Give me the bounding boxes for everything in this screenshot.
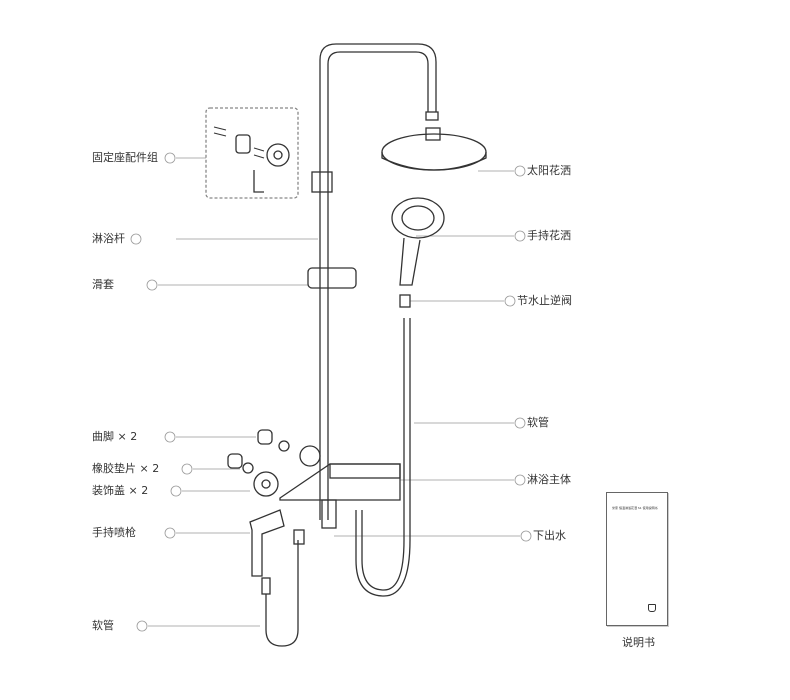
label-hose-right: 软管	[527, 416, 549, 429]
label-hose-left: 软管	[92, 619, 114, 632]
label-hand-shower: 手持花洒	[527, 229, 571, 242]
label-spray-gun: 手持喷枪	[92, 526, 136, 539]
label-manual: 说明书	[622, 636, 655, 649]
label-shower-pole: 淋浴杆	[92, 232, 125, 245]
bracket-kit-box	[205, 107, 299, 199]
label-bottom-outlet: 下出水	[533, 529, 566, 542]
manual-booklet	[606, 492, 668, 626]
label-circles	[130, 152, 532, 632]
hand-shower	[391, 197, 445, 239]
label-rubber-gasket: 橡胶垫片 × 2	[92, 462, 160, 475]
shower-body	[279, 463, 401, 501]
label-bracket-kit: 固定座配件组	[92, 151, 158, 164]
mi-logo-icon	[648, 604, 656, 612]
label-decorative-cover: 装饰盖 × 2	[92, 484, 149, 497]
label-shower-body: 淋浴主体	[527, 473, 571, 486]
label-check-valve: 节水止逆阀	[517, 294, 572, 307]
slider	[307, 267, 357, 289]
label-elbow: 曲脚 × 2	[92, 430, 138, 443]
hose-right	[361, 318, 405, 591]
leader-lines	[148, 157, 520, 627]
spray-gun	[249, 509, 285, 577]
label-rain-shower: 太阳花洒	[527, 164, 571, 177]
manual-cover-text: 米家 恒温淋浴花洒 S1 使用说明书	[612, 506, 658, 510]
hose-left	[265, 540, 299, 647]
label-slider: 滑套	[92, 278, 114, 291]
shower-pole	[319, 43, 437, 520]
